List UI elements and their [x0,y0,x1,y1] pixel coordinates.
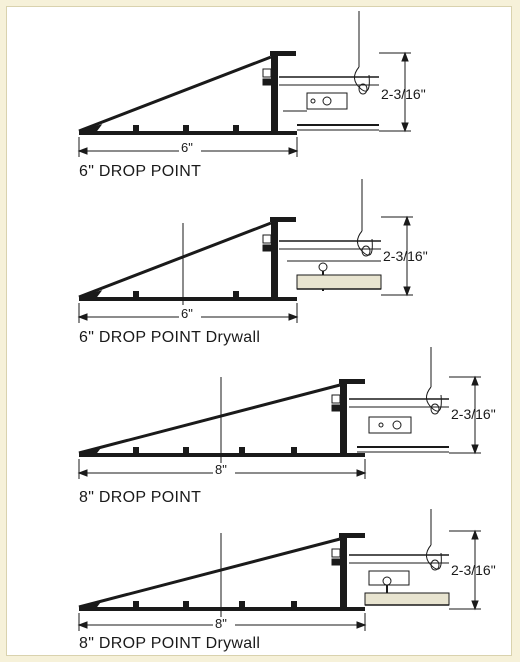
panel-caption: 8" DROP POINT [79,489,202,506]
panel-8-drop-point: 8" 2-3/16" 8" DROP POINT [7,347,513,509]
panel-6-drop-point: 6" 2-3/16" 6" DROP POINT [7,7,513,182]
height-dimension-label: 2-3/16" [451,406,496,422]
width-dimension-label: 8" [215,462,227,477]
width-dimension-label: 6" [181,140,193,155]
width-dimension-label: 6" [181,306,193,321]
height-dimension-label: 2-3/16" [381,86,426,102]
panel-6-drop-point-drywall: 6" 2-3/16" 6" DROP POINT Drywall [7,179,513,351]
panel-caption: 6" DROP POINT Drywall [79,329,261,346]
panel-caption: 8" DROP POINT Drywall [79,635,261,652]
width-dimension-label: 8" [215,616,227,631]
drop-point-8-drawing: 8" 2-3/16" [77,347,496,479]
panel-caption: 6" DROP POINT [79,163,202,180]
height-dimension-label: 2-3/16" [383,248,428,264]
drop-point-6-drywall-drawing: 6" 2-3/16" [77,179,428,323]
height-dimension-label: 2-3/16" [451,562,496,578]
diagram-frame: 6" 2-3/16" 6" DROP POINT [6,6,512,656]
panel-8-drop-point-drywall: 8" 2-3/16" 8" DROP POINT Drywall [7,509,513,657]
drop-point-6-drawing: 6" 2-3/16" [77,11,426,157]
drop-point-8-drywall-drawing: 8" 2-3/16" [77,509,496,631]
